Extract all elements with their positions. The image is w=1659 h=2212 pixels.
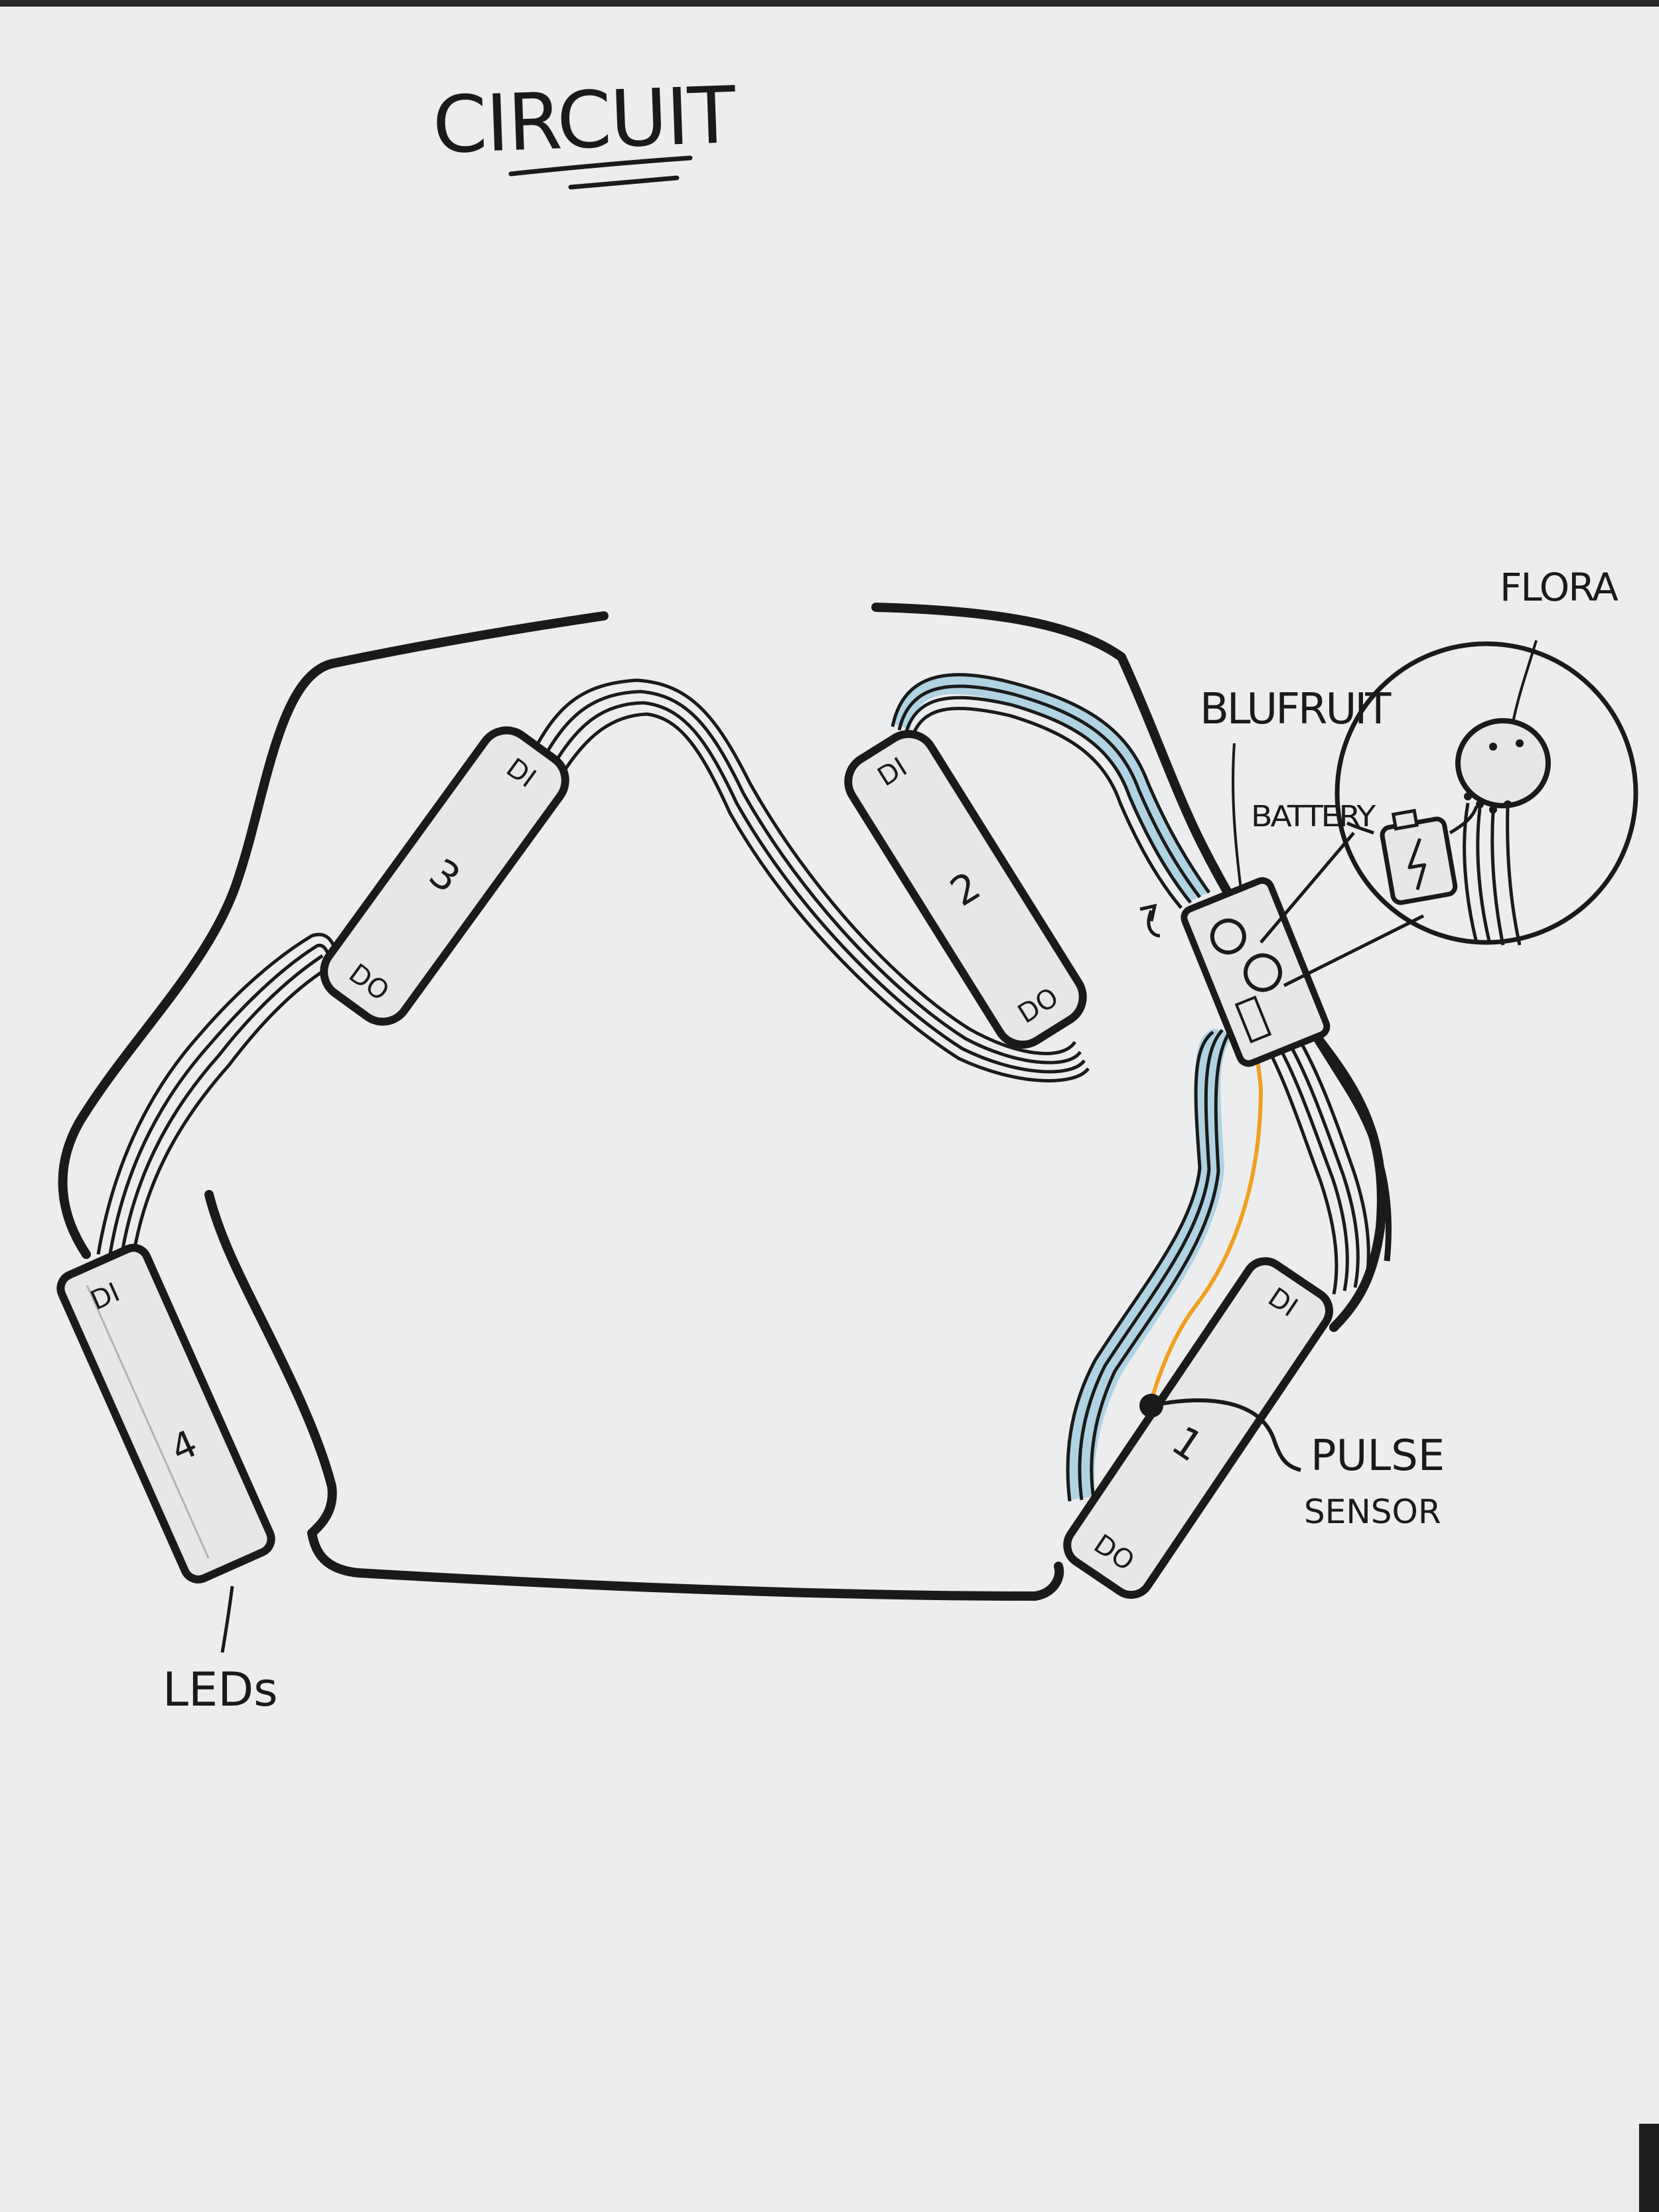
leds-label: LEDs xyxy=(163,1662,278,1717)
flora-board xyxy=(1455,718,1551,814)
led-strip-3: 3 DI DO xyxy=(320,726,569,1026)
pulse-sensor-leader xyxy=(1151,1398,1301,1472)
page-title: CIRCUIT xyxy=(431,69,738,171)
flora-leader xyxy=(1512,640,1538,723)
led-strip-4: 4 DI xyxy=(56,1244,275,1584)
wire-bundle-3-2 xyxy=(529,678,1090,1082)
wire-bundle-4-3 xyxy=(96,932,342,1265)
bluefruit-arrow xyxy=(1139,903,1161,938)
bluefruit-leader xyxy=(1232,743,1242,890)
zoom-callout-lines xyxy=(1260,832,1425,988)
paper-top-edge xyxy=(0,0,1659,7)
wire-fill-blue-upper xyxy=(893,674,1208,903)
flora-label: FLORA xyxy=(1500,565,1619,610)
paper-corner-shadow xyxy=(1639,2124,1659,2212)
flora-wires xyxy=(1463,802,1522,946)
pulse-sensor-label-line1: PULSE xyxy=(1311,1432,1445,1481)
wire-bundle-2-bluefruit xyxy=(891,673,1211,909)
zoom-callout-circle xyxy=(1334,641,1638,945)
led-strip-2: 2 DI DO xyxy=(844,730,1087,1049)
battery-label: BATTERY xyxy=(1251,800,1376,834)
bluefruit-module xyxy=(1181,877,1331,1067)
battery-wires xyxy=(1346,806,1479,835)
leds-leader xyxy=(220,1585,234,1653)
lightning-icon xyxy=(1407,838,1427,891)
led-strip-1: 1 DI DO xyxy=(1063,1257,1333,1599)
pulse-sensor-label-line2: SENSOR xyxy=(1304,1493,1441,1531)
battery xyxy=(1380,808,1458,905)
title-underline xyxy=(508,155,693,190)
